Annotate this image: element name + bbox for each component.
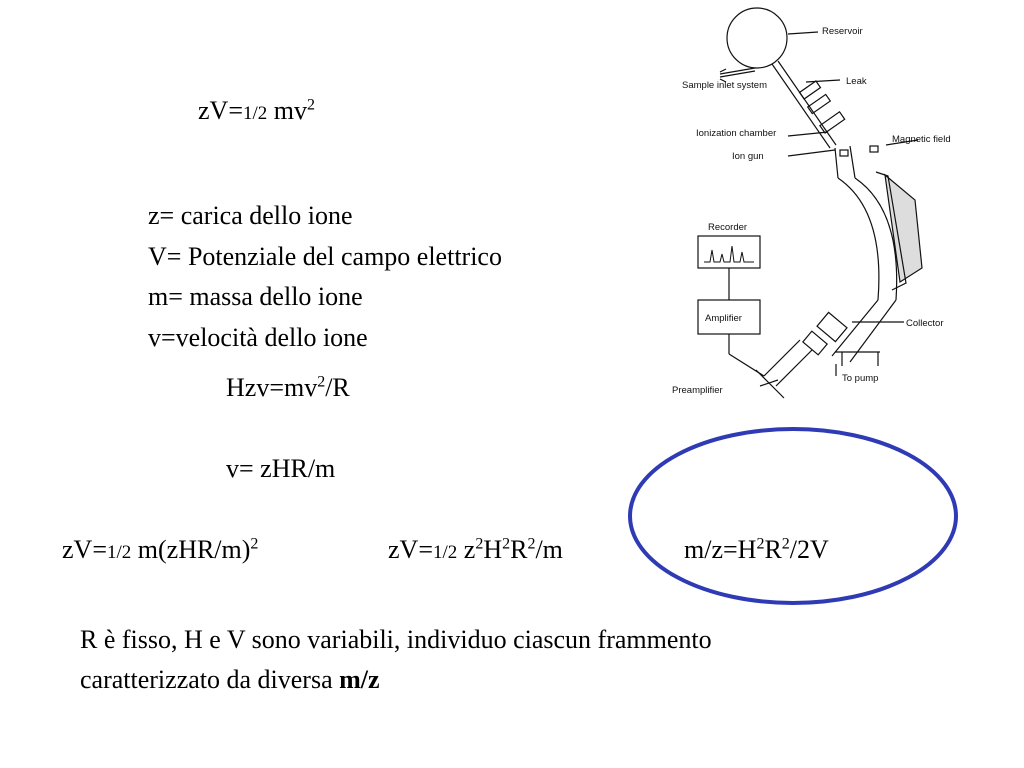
label-reservoir: Reservoir (822, 26, 863, 37)
label-ionization-chamber: Ionization chamber (696, 128, 776, 139)
mass-spectrometer-diagram: Reservoir Leak Sample inlet system Ioniz… (672, 7, 951, 399)
label-sample-inlet: Sample inlet system (682, 80, 767, 91)
label-preamplifier: Preamplifier (672, 385, 723, 396)
formula-energy: zV=1/2 mv2 (198, 96, 315, 125)
conclusion-paragraph: R è fisso, H e V sono variabili, individ… (80, 620, 712, 700)
label-collector: Collector (906, 318, 944, 329)
definition-v-potential: V= Potenziale del campo elettrico (148, 241, 502, 271)
definition-m: m= massa dello ione (148, 282, 363, 311)
label-to-pump: To pump (842, 373, 878, 384)
formula-magnetic-force: Hzv=mv2/R (226, 373, 350, 402)
label-magnetic-field: Magnetic field (892, 134, 951, 145)
label-amplifier: Amplifier (705, 313, 742, 324)
formula-velocity: v= zHR/m (226, 454, 336, 483)
definition-z: z= carica dello ione (148, 201, 353, 230)
label-leak: Leak (846, 76, 867, 87)
label-ion-gun: Ion gun (732, 151, 764, 162)
mz-bold: m/z (339, 665, 380, 694)
formula-simplified: zV=1/2 z2H2R2/m (388, 535, 563, 564)
conclusion-line-1: R è fisso, H e V sono variabili, individ… (80, 625, 712, 654)
highlight-ellipse (628, 427, 958, 605)
recorder-box (697, 235, 761, 269)
formula-substitution: zV=1/2 m(zHR/m)2 (62, 535, 259, 564)
formula-mass-to-charge: m/z=H2R2/2V (684, 535, 829, 564)
label-recorder: Recorder (708, 222, 747, 233)
conclusion-line-2: caratterizzato da diversa m/z (80, 665, 380, 694)
definition-v-velocity: v=velocità dello ione (148, 322, 368, 352)
definitions-list: z= carica dello ione V= Potenziale del c… (148, 196, 502, 358)
reservoir-sphere (726, 7, 788, 69)
